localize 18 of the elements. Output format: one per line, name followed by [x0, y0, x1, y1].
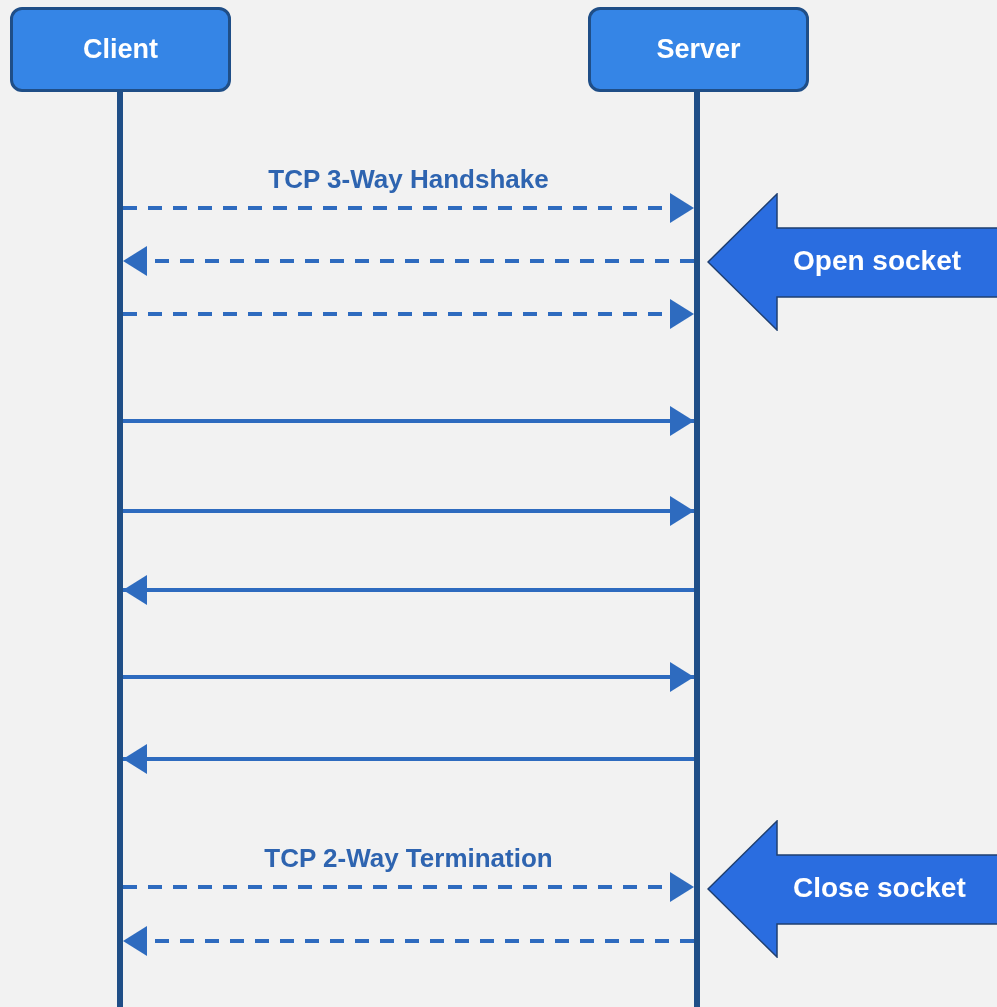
message-arrow [123, 246, 694, 276]
edge-label: TCP 2-Way Termination [264, 843, 553, 874]
callout-text: Close socket [793, 872, 966, 904]
callout-text: Open socket [793, 245, 962, 277]
message-arrow [123, 744, 694, 774]
message-arrow [123, 926, 694, 956]
message-arrow [123, 575, 694, 605]
message-arrow [123, 662, 694, 692]
block-arrow [707, 820, 997, 958]
participant-box: Server [588, 7, 809, 92]
edge-label: TCP 3-Way Handshake [268, 164, 549, 195]
message-arrow [123, 193, 694, 223]
message-arrow [123, 872, 694, 902]
message-arrow [123, 299, 694, 329]
message-arrow [123, 406, 694, 436]
block-arrow [707, 193, 997, 331]
participant-box: Client [10, 7, 231, 92]
message-arrow [123, 496, 694, 526]
